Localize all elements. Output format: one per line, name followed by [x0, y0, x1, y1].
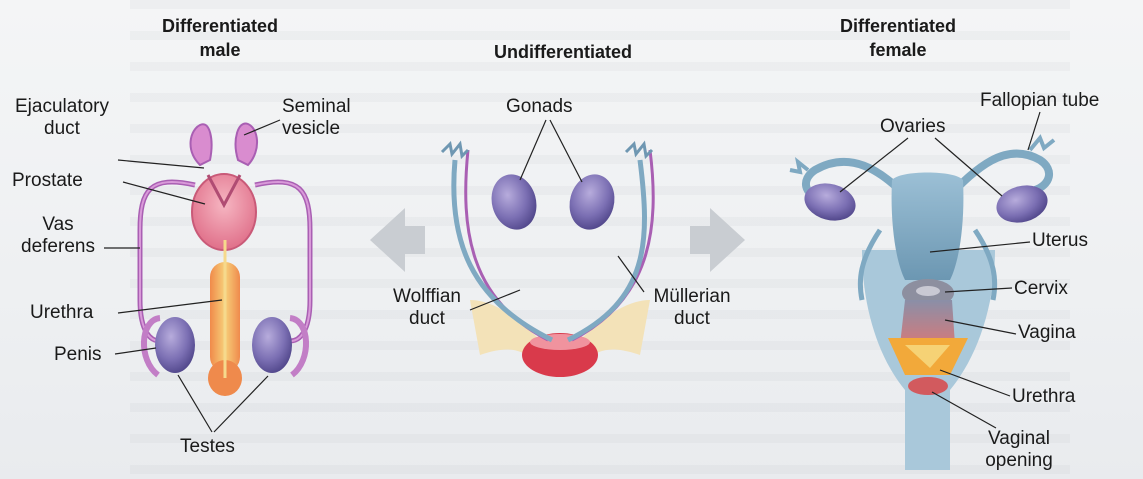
label-seminal-line2: vesicle — [282, 118, 351, 140]
female-header-line2: female — [818, 38, 978, 62]
label-ejaculatory-line1: Ejaculatory — [6, 96, 118, 118]
label-penis: Penis — [54, 344, 102, 366]
male-header-line2: male — [140, 38, 300, 62]
label-ovaries: Ovaries — [880, 116, 945, 138]
label-vaginal-opening: Vaginal opening — [968, 428, 1070, 472]
label-mullerian-duct: Müllerian duct — [640, 286, 744, 330]
label-vagina: Vagina — [1018, 322, 1076, 344]
left-arrow-icon — [370, 208, 425, 272]
label-seminal-line1: Seminal — [282, 96, 351, 118]
label-prostate: Prostate — [12, 170, 83, 192]
male-header: Differentiated male — [140, 14, 300, 62]
label-wolffian-line1: Wolffian — [378, 286, 476, 308]
label-urethra-male: Urethra — [30, 302, 93, 324]
label-fallopian-tube: Fallopian tube — [980, 90, 1099, 112]
female-header-line1: Differentiated — [818, 14, 978, 38]
label-vas-line2: deferens — [10, 236, 106, 258]
label-vaginal-line2: opening — [968, 450, 1070, 472]
label-vaginal-line1: Vaginal — [968, 428, 1070, 450]
label-ejaculatory-duct: Ejaculatory duct — [6, 96, 118, 140]
label-testes: Testes — [180, 436, 235, 458]
label-wolffian-duct: Wolffian duct — [378, 286, 476, 330]
label-mullerian-line2: duct — [640, 308, 744, 330]
undifferentiated-illustration — [442, 120, 653, 377]
label-seminal-vesicle: Seminal vesicle — [282, 96, 351, 140]
label-urethra-female: Urethra — [1012, 386, 1075, 408]
undifferentiated-header: Undifferentiated — [468, 40, 658, 64]
label-ejaculatory-line2: duct — [6, 118, 118, 140]
male-illustration — [104, 120, 310, 432]
right-arrow-icon — [690, 208, 745, 272]
label-vas-line1: Vas — [10, 214, 106, 236]
label-cervix: Cervix — [1014, 278, 1068, 300]
label-mullerian-line1: Müllerian — [640, 286, 744, 308]
label-uterus: Uterus — [1032, 230, 1088, 252]
label-wolffian-line2: duct — [378, 308, 476, 330]
label-vas-deferens: Vas deferens — [10, 214, 106, 258]
male-header-line1: Differentiated — [140, 14, 300, 38]
female-header: Differentiated female — [818, 14, 978, 62]
label-gonads: Gonads — [506, 96, 573, 118]
